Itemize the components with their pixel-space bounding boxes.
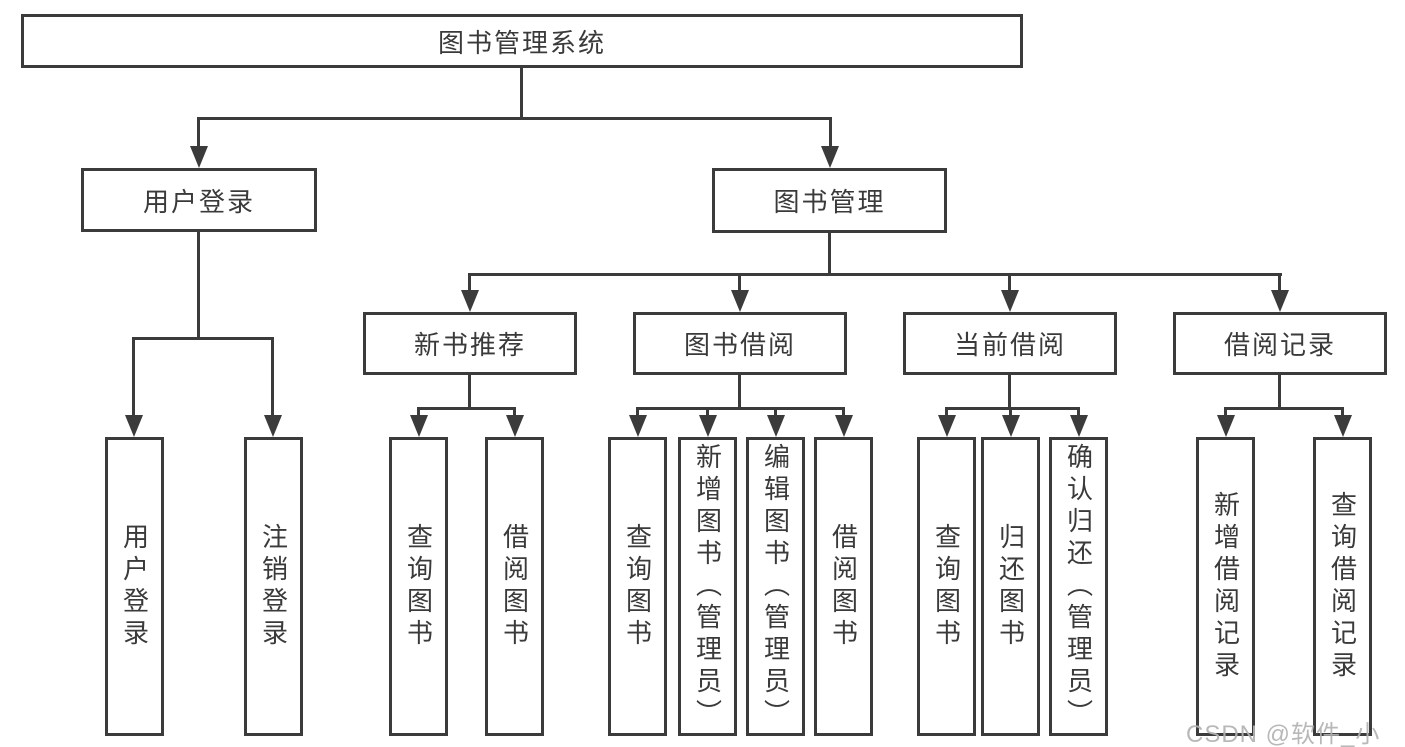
node-borrow-records: 借阅记录 xyxy=(1173,312,1387,375)
node-leaf-label: 注销登录 xyxy=(258,522,289,651)
connector-new-book-bus xyxy=(417,407,516,410)
arrow-down-icon xyxy=(938,415,956,437)
connector-root-bus xyxy=(197,117,832,120)
connector-book-mgmt-stem xyxy=(828,233,831,273)
connector-new-book-stem xyxy=(468,375,471,407)
arrow-down-icon xyxy=(461,290,479,312)
connector-borrow-records-drop-2 xyxy=(1341,407,1344,416)
connector-user-login-drop-1 xyxy=(132,337,135,416)
connector-book-borrow-drop-4 xyxy=(842,407,845,416)
node-borrow-records-label: 借阅记录 xyxy=(1223,330,1336,360)
node-book-management-label: 图书管理 xyxy=(773,187,886,217)
connector-new-book-drop-2 xyxy=(513,407,516,416)
arrow-down-icon xyxy=(1217,415,1235,437)
node-book-borrow-label: 图书借阅 xyxy=(683,330,796,360)
node-leaf-nb-borrow-books: 借阅图书 xyxy=(485,437,544,736)
node-leaf-bb-edit-books-admin: 编辑图书（管理员） xyxy=(746,437,805,736)
arrow-down-icon xyxy=(731,290,749,312)
arrow-down-icon xyxy=(125,415,143,437)
arrow-down-icon xyxy=(190,146,208,168)
node-leaf-label: 借阅图书 xyxy=(828,522,859,651)
node-current-borrow-label: 当前借阅 xyxy=(953,330,1066,360)
connector-user-login-stem xyxy=(197,232,200,337)
node-leaf-bb-borrow-books: 借阅图书 xyxy=(814,437,873,736)
arrow-down-icon xyxy=(1070,415,1088,437)
arrow-down-icon xyxy=(821,146,839,168)
connector-current-borrow-drop-1 xyxy=(945,407,948,416)
node-leaf-label: 查询图书 xyxy=(931,522,962,651)
connector-book-borrow-drop-1 xyxy=(636,407,639,416)
node-user-login: 用户登录 xyxy=(81,168,317,232)
node-leaf-label: 新增图书（管理员） xyxy=(692,442,723,731)
node-leaf-br-query-record: 查询借阅记录 xyxy=(1313,437,1372,736)
node-user-login-label: 用户登录 xyxy=(142,186,255,217)
node-leaf-label: 查询图书 xyxy=(403,522,434,651)
connector-book-borrow-drop-2 xyxy=(706,407,709,416)
node-book-borrow: 图书借阅 xyxy=(633,312,847,375)
node-leaf-label: 用户登录 xyxy=(119,522,150,651)
node-leaf-label: 编辑图书（管理员） xyxy=(760,442,791,731)
node-leaf-label: 借阅图书 xyxy=(499,522,530,651)
arrow-down-icon xyxy=(767,415,785,437)
connector-borrow-records-stem xyxy=(1278,375,1281,407)
arrow-down-icon xyxy=(699,415,717,437)
arrow-down-icon xyxy=(835,415,853,437)
node-leaf-cb-return-books: 归还图书 xyxy=(981,437,1040,736)
arrow-down-icon xyxy=(506,415,524,437)
node-book-management: 图书管理 xyxy=(712,168,947,233)
connector-borrow-records-drop-1 xyxy=(1224,407,1227,416)
arrow-down-icon xyxy=(1334,415,1352,437)
node-new-book-recommend-label: 新书推荐 xyxy=(413,330,526,360)
node-leaf-bb-add-books-admin: 新增图书（管理员） xyxy=(678,437,737,736)
connector-current-borrow-stem xyxy=(1008,375,1011,407)
connector-root-drop-right xyxy=(829,117,832,148)
node-leaf-br-add-record: 新增借阅记录 xyxy=(1196,437,1255,736)
connector-root-drop-left xyxy=(197,117,200,148)
node-leaf-label: 查询借阅记录 xyxy=(1327,490,1358,683)
node-root-label: 图书管理系统 xyxy=(437,27,606,58)
node-leaf-logout: 注销登录 xyxy=(244,437,303,736)
node-root: 图书管理系统 xyxy=(21,14,1023,68)
arrow-down-icon xyxy=(1001,290,1019,312)
arrow-down-icon xyxy=(264,415,282,437)
arrow-down-icon xyxy=(1271,290,1289,312)
node-leaf-bb-query-books: 查询图书 xyxy=(608,437,667,736)
node-current-borrow: 当前借阅 xyxy=(903,312,1117,375)
node-leaf-nb-query-books: 查询图书 xyxy=(389,437,448,736)
connector-book-mgmt-drop-4 xyxy=(1278,273,1281,292)
node-leaf-cb-query-books: 查询图书 xyxy=(917,437,976,736)
connector-current-borrow-drop-3 xyxy=(1077,407,1080,416)
connector-root-stem xyxy=(520,68,523,119)
connector-book-borrow-bus xyxy=(636,407,845,410)
node-leaf-label: 确认归还（管理员） xyxy=(1063,442,1094,731)
connector-new-book-drop-1 xyxy=(417,407,420,416)
connector-user-login-bus xyxy=(132,337,274,340)
arrow-down-icon xyxy=(410,415,428,437)
connector-book-borrow-drop-3 xyxy=(774,407,777,416)
node-new-book-recommend: 新书推荐 xyxy=(363,312,577,375)
connector-current-borrow-drop-2 xyxy=(1009,407,1012,416)
connector-book-mgmt-bus xyxy=(468,273,1282,276)
node-leaf-user-login: 用户登录 xyxy=(105,437,164,736)
csdn-watermark: CSDN @软件_小贺同学 xyxy=(1186,721,1381,747)
connector-user-login-drop-2 xyxy=(271,337,274,416)
connector-current-borrow-bus xyxy=(945,407,1080,410)
connector-book-borrow-stem xyxy=(738,375,741,407)
node-leaf-cb-confirm-return-admin: 确认归还（管理员） xyxy=(1049,437,1108,736)
connector-book-mgmt-drop-2 xyxy=(738,273,741,292)
connector-book-mgmt-drop-1 xyxy=(468,273,471,292)
node-leaf-label: 查询图书 xyxy=(622,522,653,651)
node-leaf-label: 归还图书 xyxy=(995,522,1026,651)
node-leaf-label: 新增借阅记录 xyxy=(1210,490,1241,683)
arrow-down-icon xyxy=(1002,415,1020,437)
arrow-down-icon xyxy=(629,415,647,437)
connector-book-mgmt-drop-3 xyxy=(1008,273,1011,292)
connector-borrow-records-bus xyxy=(1224,407,1344,410)
